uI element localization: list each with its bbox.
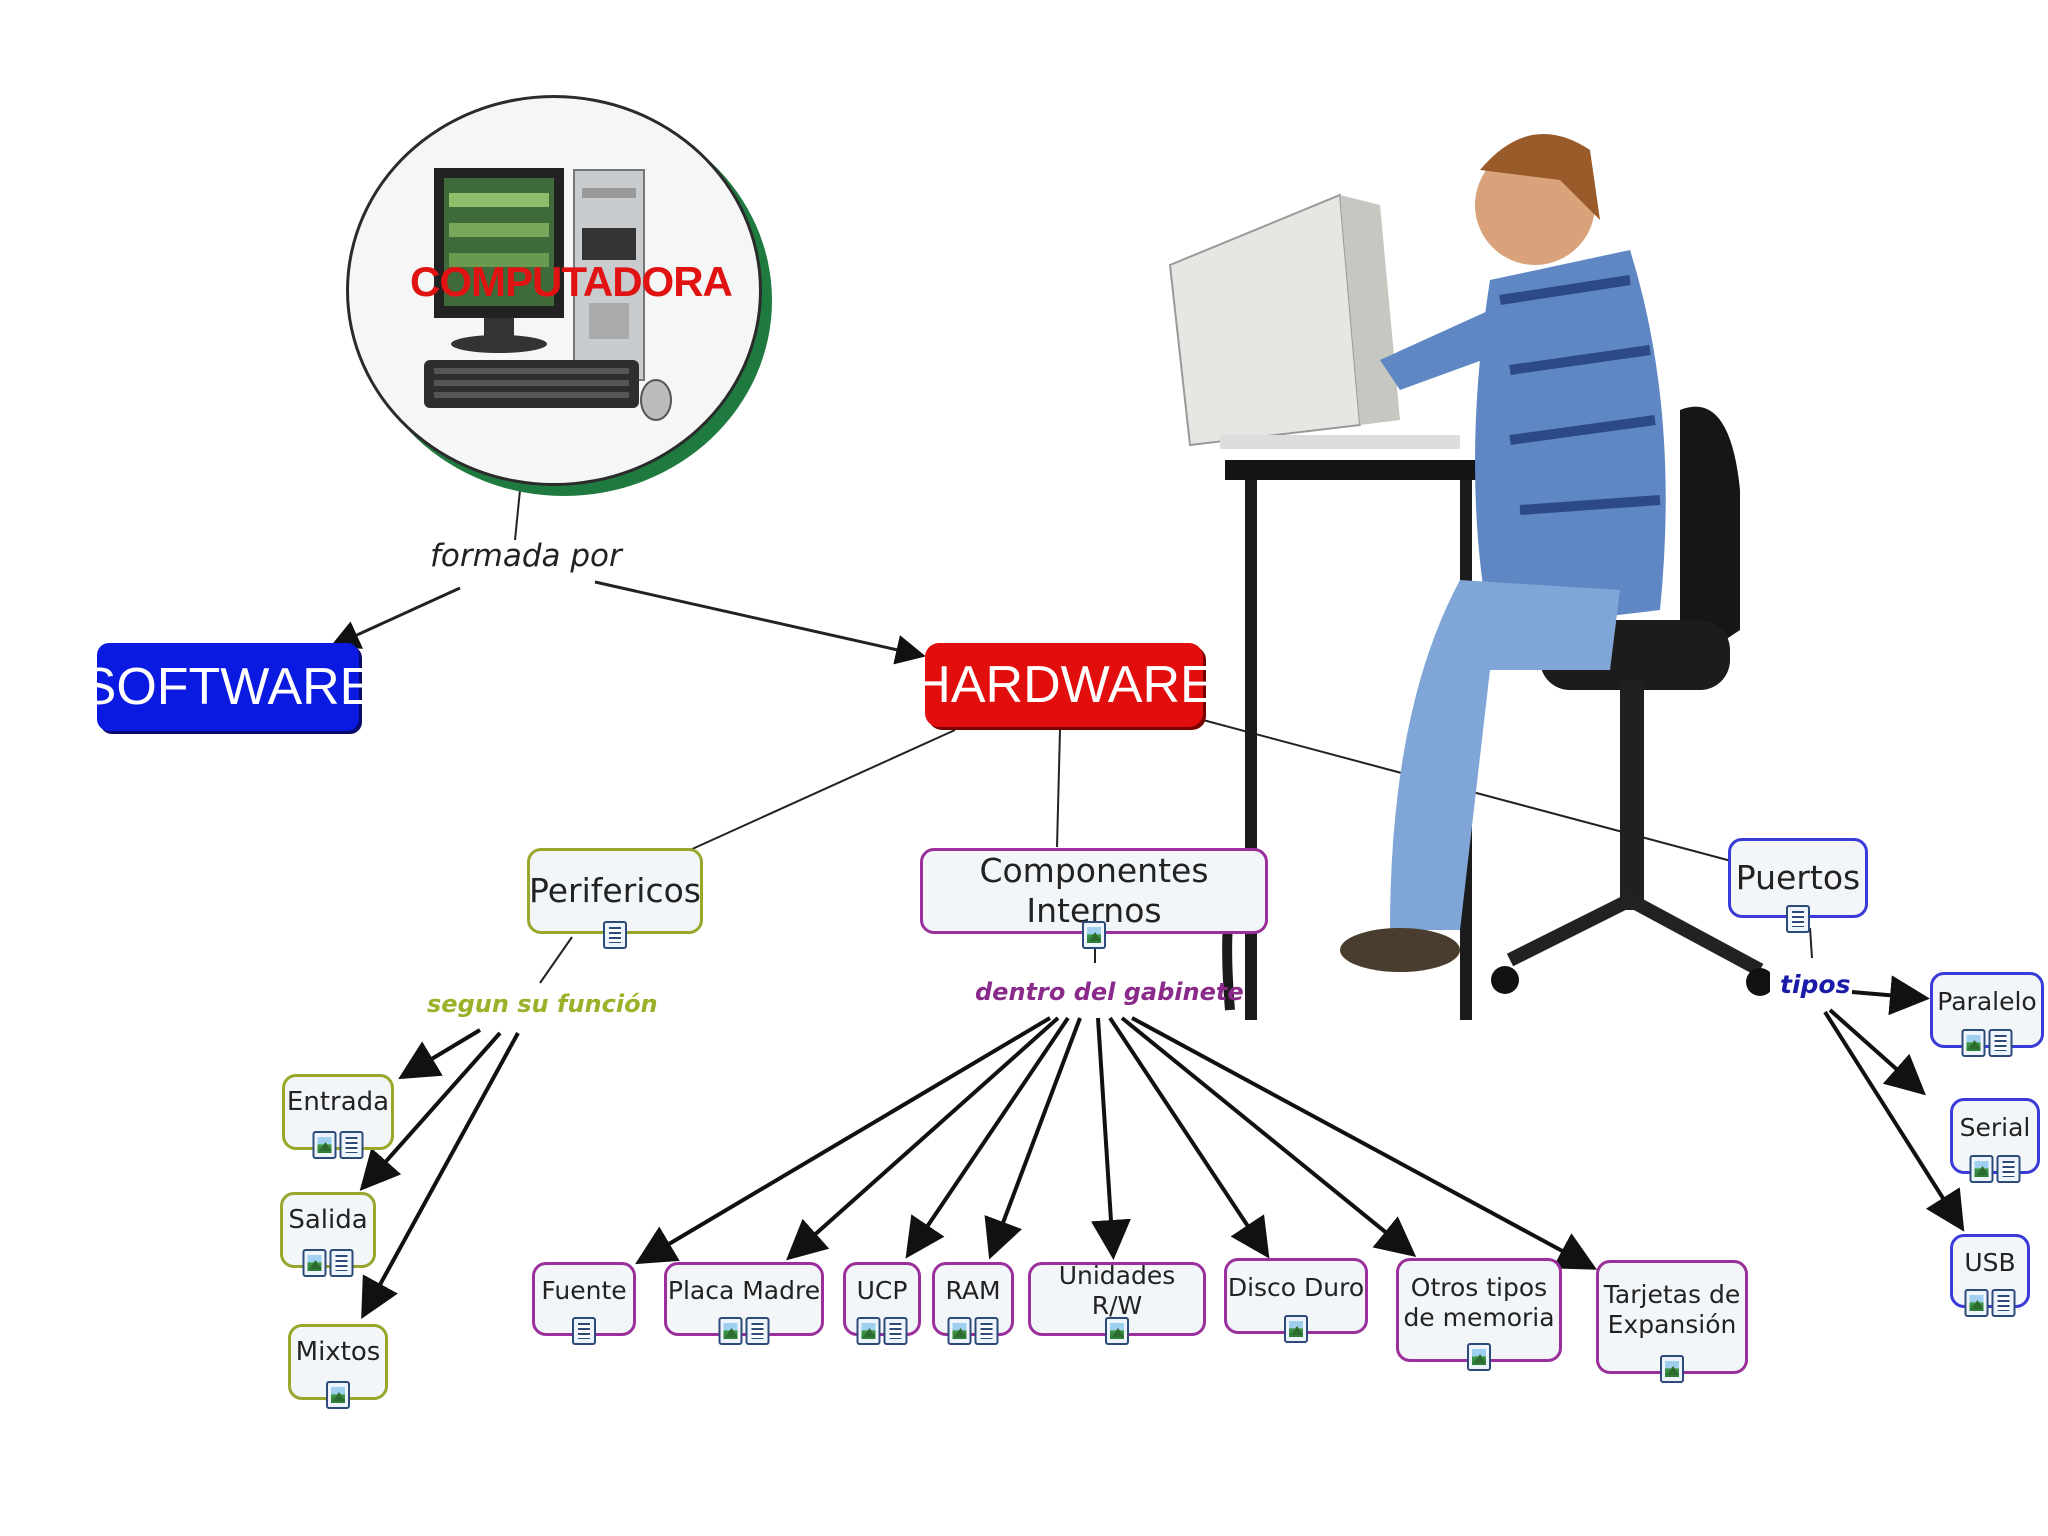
perifericos-node: Perifericos bbox=[527, 848, 703, 949]
image-icon[interactable] bbox=[302, 1249, 327, 1277]
usb-node: USB bbox=[1950, 1234, 2030, 1317]
componentes-internos-node: Componentes Internos bbox=[920, 848, 1268, 949]
image-icon[interactable] bbox=[1961, 1029, 1986, 1057]
document-icon[interactable] bbox=[745, 1317, 770, 1345]
mixtos-label: Mixtos bbox=[295, 1337, 381, 1368]
resource-icons bbox=[326, 1381, 350, 1409]
resource-icons bbox=[1105, 1317, 1129, 1345]
resource-icons bbox=[1786, 905, 1810, 933]
paralelo-label: Paralelo bbox=[1937, 987, 2037, 1016]
disco-duro-node: Disco Duro bbox=[1224, 1258, 1368, 1343]
ram-node: RAM bbox=[932, 1262, 1014, 1345]
hardware-node: HARDWARE bbox=[913, 643, 1215, 727]
link-label-formada-por: formada por bbox=[430, 538, 622, 574]
entrada-node: Entrada bbox=[282, 1074, 394, 1159]
document-icon[interactable] bbox=[1991, 1289, 2016, 1317]
document-icon[interactable] bbox=[339, 1131, 364, 1159]
image-icon[interactable] bbox=[326, 1381, 350, 1409]
image-icon[interactable] bbox=[1105, 1317, 1129, 1345]
serial-label: Serial bbox=[1959, 1113, 2031, 1142]
entrada-label: Entrada bbox=[286, 1087, 390, 1118]
tarjetas-de-expansion-node: Tarjetas de Expansión bbox=[1596, 1260, 1748, 1383]
puertos-label: Puertos bbox=[1735, 858, 1861, 898]
document-icon[interactable] bbox=[1988, 1029, 2013, 1057]
resource-icons bbox=[947, 1317, 999, 1345]
computer-illustration bbox=[424, 168, 672, 421]
resource-icons bbox=[1964, 1289, 2016, 1317]
image-icon[interactable] bbox=[1964, 1289, 1989, 1317]
computadora-title: COMPUTADORA bbox=[410, 258, 733, 305]
salida-label: Salida bbox=[288, 1205, 368, 1236]
resource-icons bbox=[603, 921, 627, 949]
resource-icons bbox=[302, 1249, 354, 1277]
document-icon[interactable] bbox=[329, 1249, 354, 1277]
computadora-node bbox=[346, 95, 762, 486]
mixtos-node: Mixtos bbox=[288, 1324, 388, 1409]
software-node: SOFTWARE bbox=[82, 643, 374, 731]
resource-icons bbox=[718, 1317, 770, 1345]
hardware-label: HARDWARE bbox=[913, 656, 1215, 714]
document-icon[interactable] bbox=[572, 1317, 596, 1345]
document-icon[interactable] bbox=[1786, 905, 1810, 933]
resource-icons bbox=[1961, 1029, 2013, 1057]
componentes-internos-label: Componentes Internos bbox=[979, 851, 1209, 930]
document-icon[interactable] bbox=[883, 1317, 908, 1345]
image-icon[interactable] bbox=[856, 1317, 881, 1345]
serial-node: Serial bbox=[1950, 1098, 2040, 1183]
unidades-rw-label: Unidades R/W bbox=[1058, 1261, 1176, 1320]
person-at-computer-illustration bbox=[1168, 134, 1770, 1020]
document-icon[interactable] bbox=[1996, 1155, 2021, 1183]
resource-icons bbox=[572, 1317, 596, 1345]
disco-duro-label: Disco Duro bbox=[1227, 1273, 1365, 1302]
otros-tipos-de-memoria-label: Otros tipos de memoria bbox=[1403, 1273, 1555, 1332]
fuente-label: Fuente bbox=[541, 1276, 627, 1305]
unidades-rw-node: Unidades R/W bbox=[1028, 1261, 1206, 1345]
salida-node: Salida bbox=[280, 1192, 376, 1277]
ucp-node: UCP bbox=[843, 1262, 921, 1345]
software-label: SOFTWARE bbox=[81, 658, 375, 716]
image-icon[interactable] bbox=[1969, 1155, 1994, 1183]
image-icon[interactable] bbox=[1284, 1315, 1308, 1343]
placa-madre-node: Placa Madre bbox=[664, 1262, 824, 1345]
image-icon[interactable] bbox=[312, 1131, 337, 1159]
resource-icons bbox=[1284, 1315, 1308, 1343]
otros-tipos-de-memoria-node: Otros tipos de memoria bbox=[1396, 1258, 1562, 1371]
ram-label: RAM bbox=[945, 1276, 1001, 1305]
image-icon[interactable] bbox=[1467, 1343, 1491, 1371]
document-icon[interactable] bbox=[974, 1317, 999, 1345]
document-icon[interactable] bbox=[603, 921, 627, 949]
image-icon[interactable] bbox=[947, 1317, 972, 1345]
ucp-label: UCP bbox=[856, 1276, 908, 1305]
link-label-tipos: tipos bbox=[1780, 970, 1851, 999]
link-label-segun-su-funcion: segun su función bbox=[427, 990, 658, 1018]
placa-madre-label: Placa Madre bbox=[667, 1276, 821, 1305]
image-icon[interactable] bbox=[718, 1317, 743, 1345]
link-label-dentro-del-gabinete: dentro del gabinete bbox=[975, 978, 1244, 1006]
resource-icons bbox=[1969, 1155, 2021, 1183]
resource-icons bbox=[856, 1317, 908, 1345]
image-icon[interactable] bbox=[1660, 1355, 1684, 1383]
perifericos-label: Perifericos bbox=[529, 871, 701, 911]
resource-icons bbox=[1082, 921, 1106, 949]
resource-icons bbox=[312, 1131, 364, 1159]
image-icon[interactable] bbox=[1082, 921, 1106, 949]
resource-icons bbox=[1660, 1355, 1684, 1383]
resource-icons bbox=[1467, 1343, 1491, 1371]
puertos-node: Puertos bbox=[1728, 838, 1868, 933]
tarjetas-de-expansion-label: Tarjetas de Expansión bbox=[1603, 1280, 1741, 1339]
paralelo-node: Paralelo bbox=[1930, 972, 2044, 1057]
usb-label: USB bbox=[1964, 1248, 2016, 1277]
fuente-node: Fuente bbox=[532, 1262, 636, 1345]
